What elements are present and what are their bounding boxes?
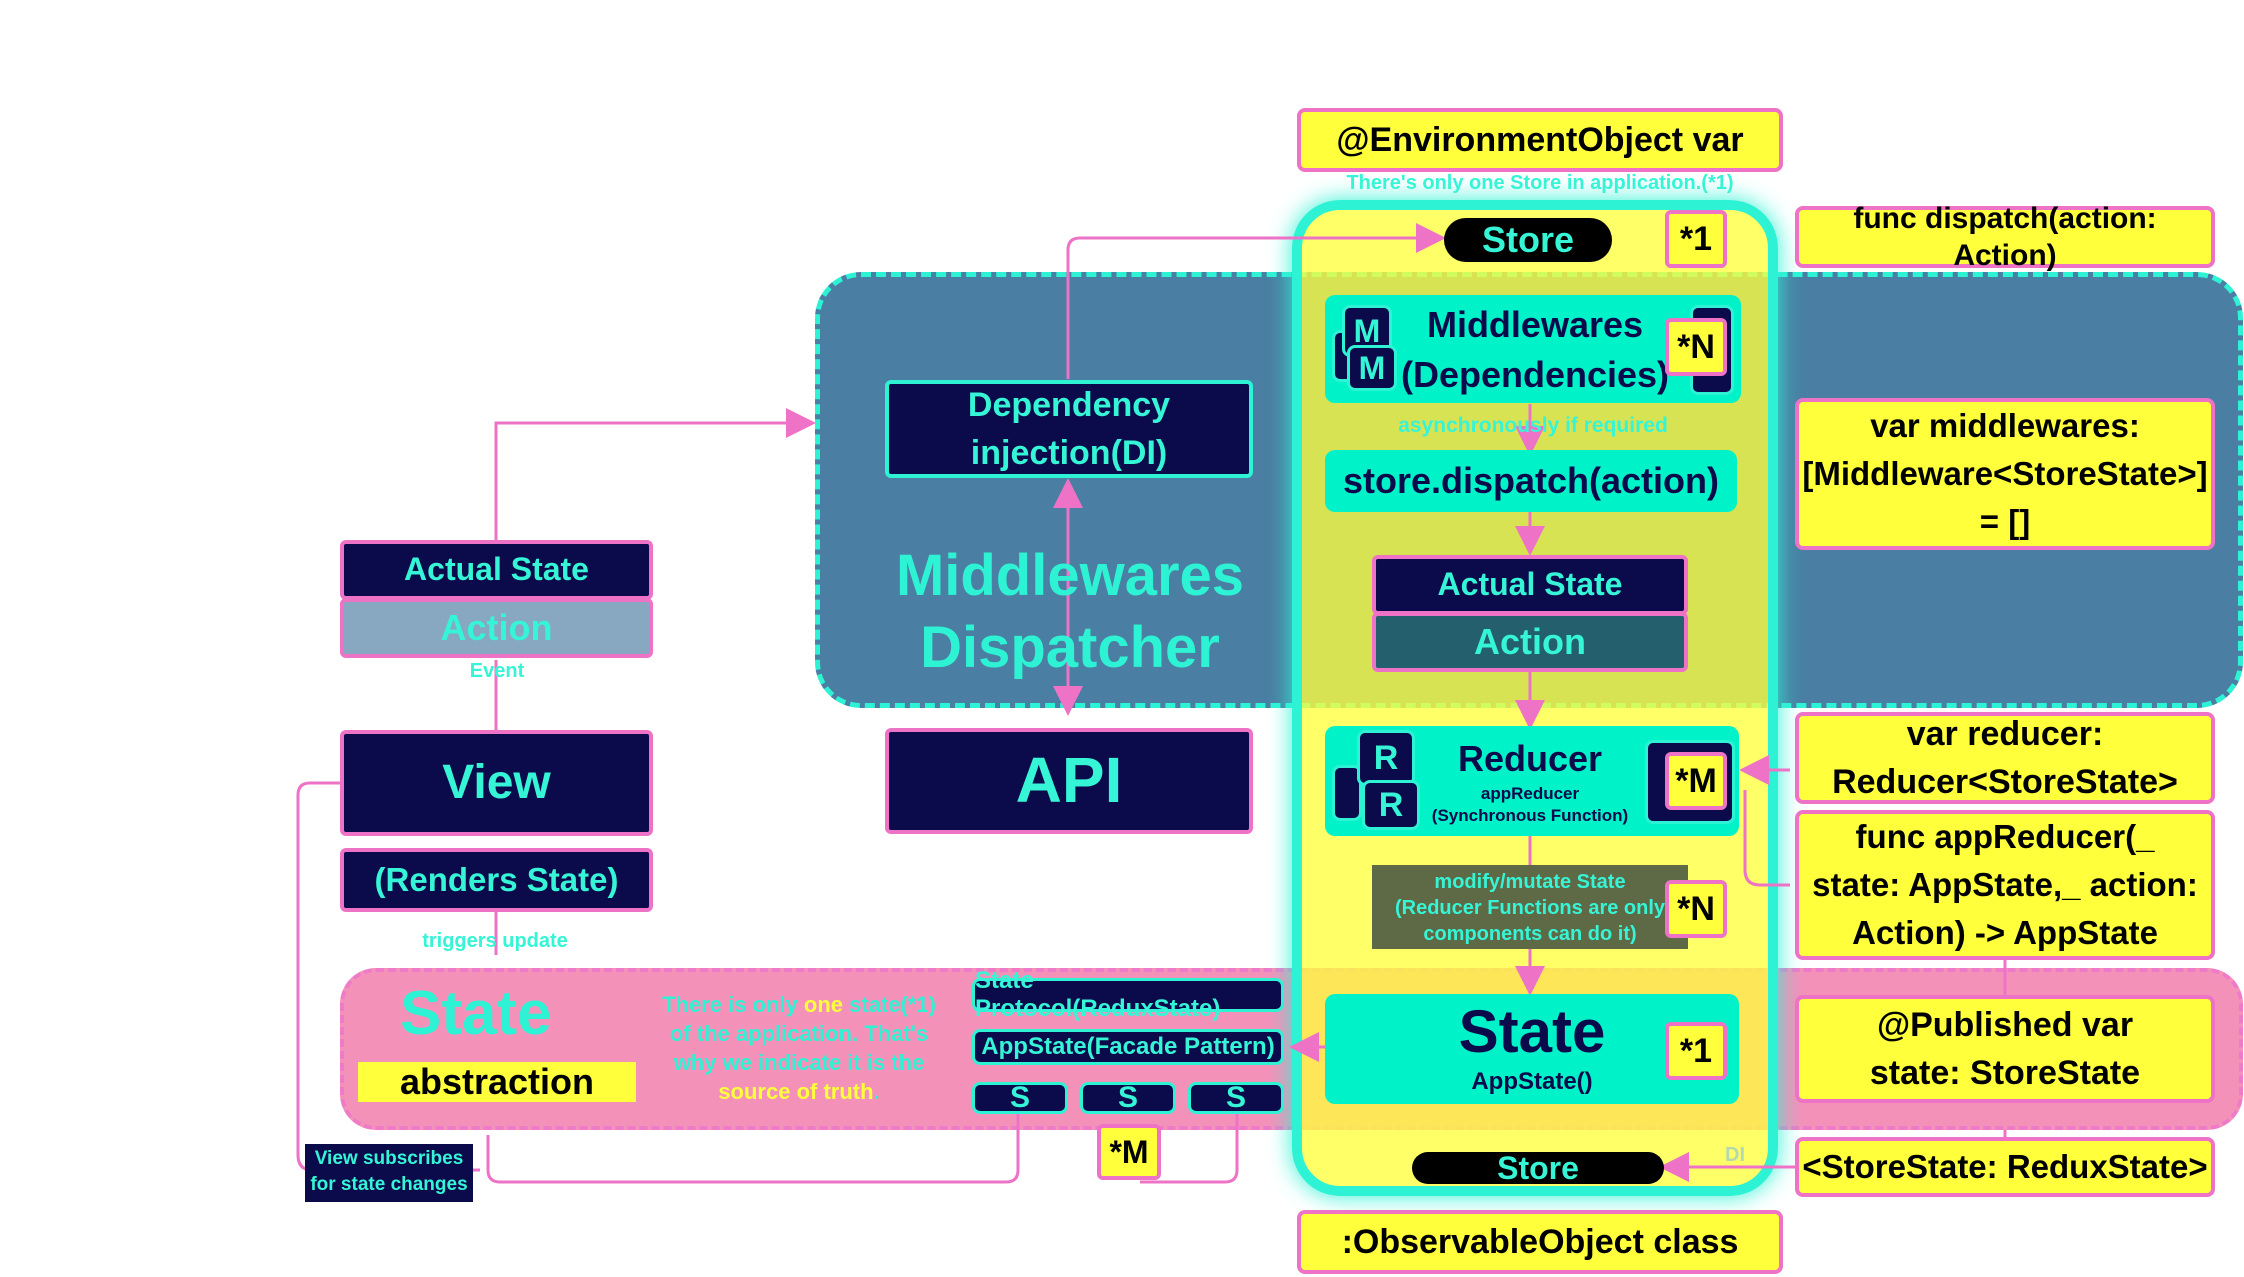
modify-note-line1: modify/mutate State	[1434, 871, 1626, 893]
action-center: Action	[1372, 612, 1688, 672]
mini-m-3: M	[1347, 345, 1397, 391]
reducer-title-area: Reducer appReducer (Synchronous Function…	[1420, 735, 1640, 827]
middlewares-dispatcher-line1: Middlewares	[895, 543, 1245, 608]
dependency-injection-box: Dependency injection(DI)	[885, 380, 1253, 478]
env-object-label: @EnvironmentObject var	[1297, 108, 1783, 172]
api-box: API	[885, 728, 1253, 834]
middlewares-title: Middlewares (Dependencies)	[1400, 300, 1670, 400]
mini-r-3: R	[1362, 780, 1420, 830]
middlewares-title-line1: Middlewares	[1426, 304, 1644, 345]
published-state-label: @Published var state: StoreState	[1795, 995, 2215, 1103]
action-left: Action	[340, 598, 653, 658]
var-reducer-label: var reducer: Reducer<StoreState>	[1795, 712, 2215, 804]
subscribers-badge: *M	[1097, 1124, 1161, 1180]
func-dispatch-label: func dispatch(action: Action)	[1795, 202, 2215, 272]
one-state-note: There is only one state(*1) of the appli…	[650, 990, 948, 1106]
actual-state-center: Actual State	[1372, 555, 1688, 615]
store-badge: *1	[1665, 210, 1727, 268]
store-pill-top: Store	[1444, 218, 1612, 262]
sub-s-3: S	[1188, 1081, 1284, 1114]
reducer-title: Reducer	[1457, 738, 1603, 779]
di-label: DI	[1725, 1144, 1745, 1166]
modify-note-line3: components can do it)	[1423, 923, 1637, 945]
modify-badge: *N	[1665, 880, 1727, 938]
modify-state-note: modify/mutate State (Reducer Functions a…	[1372, 865, 1688, 949]
modify-note-line2: (Reducer Functions are only	[1394, 897, 1666, 919]
view-box: View	[340, 730, 653, 836]
reducer-badge: *M	[1665, 752, 1727, 810]
state-abstraction-title: State	[400, 979, 552, 1048]
sub-s-2: S	[1080, 1081, 1176, 1114]
renders-state-box: (Renders State)	[340, 848, 653, 912]
one-state-note-one: one	[803, 992, 844, 1017]
reducer-sub-1: appReducer	[1480, 784, 1580, 803]
sub-s-1: S	[972, 1081, 1068, 1114]
one-state-note-source: source of truth	[718, 1079, 874, 1104]
mini-r-2: R	[1357, 730, 1415, 786]
state-sub: AppState()	[1471, 1068, 1593, 1095]
state-protocol-box: State Protocol(ReduxState)	[972, 967, 1284, 1022]
state-badge: *1	[1665, 1022, 1727, 1080]
one-state-note-p1: There is only	[662, 992, 804, 1017]
app-state-facade-box: AppState(Facade Pattern)	[972, 1029, 1284, 1065]
dispatch-call-box: store.dispatch(action)	[1325, 450, 1737, 512]
one-store-note: There's only one Store in application.(*…	[1346, 172, 1734, 194]
triggers-update-label: triggers update	[422, 930, 568, 952]
actual-state-left: Actual State	[340, 540, 653, 600]
middlewares-title-line2: (Dependencies)	[1400, 354, 1670, 395]
var-middlewares-label: var middlewares: [Middleware<StoreState>…	[1795, 398, 2215, 550]
state-abstraction-label: abstraction	[358, 1061, 636, 1102]
event-label: Event	[469, 660, 525, 682]
state-title: State	[1458, 998, 1606, 1065]
middlewares-dispatcher-line2: Dispatcher	[920, 615, 1220, 680]
one-state-note-p2: state(*1) of the application. That's why…	[669, 992, 936, 1075]
middlewares-badge: *N	[1665, 318, 1727, 376]
view-subscribes-note: View subscribes for state changes	[305, 1144, 473, 1202]
func-app-reducer-label: func appReducer(_ state: AppState,_ acti…	[1795, 810, 2215, 960]
observable-class-label: :ObservableObject class	[1297, 1210, 1783, 1274]
store-generic-label: <StoreState: ReduxState>	[1795, 1137, 2215, 1197]
one-state-note-p3: .	[873, 1079, 880, 1104]
store-pill-bottom: Store	[1412, 1150, 1664, 1186]
middlewares-dispatcher-label: Middlewares Dispatcher	[860, 540, 1280, 684]
reducer-sub-2: (Synchronous Function)	[1431, 806, 1629, 825]
async-note: asynchronously if required	[1398, 414, 1668, 437]
